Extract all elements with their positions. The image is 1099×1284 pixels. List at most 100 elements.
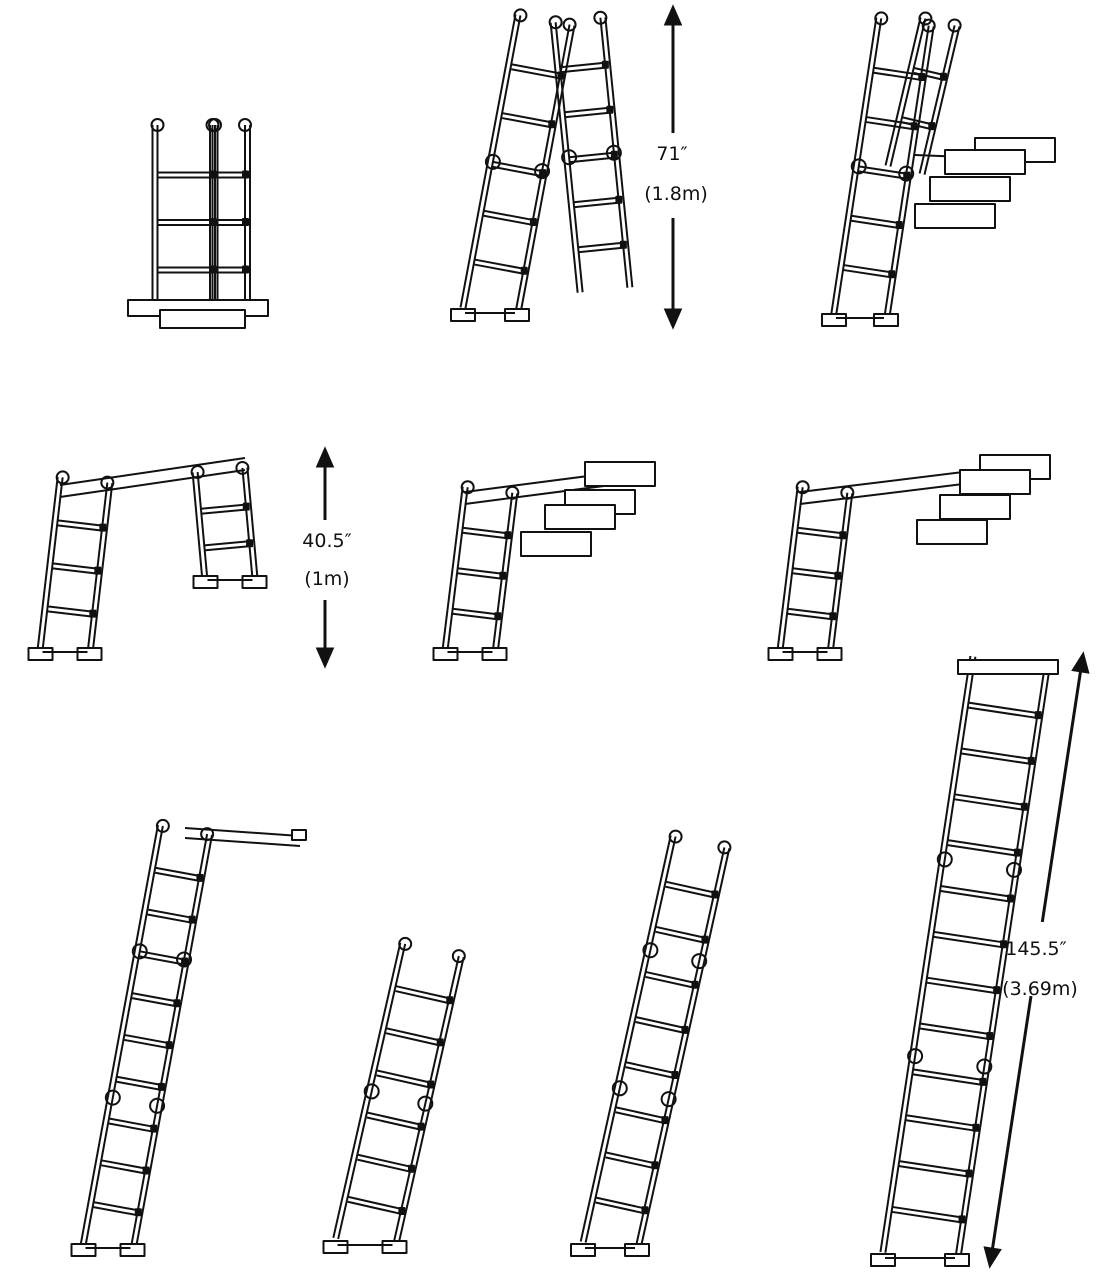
rivet	[417, 1122, 425, 1131]
top-hinge	[593, 10, 608, 25]
rivet	[407, 1164, 415, 1173]
rivet	[701, 935, 709, 944]
hinge-lock	[642, 942, 659, 959]
arrow-shaft	[1040, 668, 1083, 923]
extension-height-inches: 145.5″	[1005, 938, 1067, 960]
rivet	[615, 195, 623, 204]
rivet	[928, 122, 936, 131]
ladder-rail	[953, 667, 1046, 1264]
ladder-rung-edge	[843, 269, 892, 279]
ladder-rung-edge	[912, 1073, 983, 1086]
arrow-head	[663, 308, 683, 330]
rivet	[993, 986, 1001, 995]
ladder-rung-edge	[901, 121, 932, 131]
ladder-rung	[57, 519, 103, 527]
top-hinge	[717, 840, 732, 855]
ladder-rung-edge	[787, 612, 833, 621]
ladder-foot	[570, 1243, 596, 1257]
ladder-foot	[432, 647, 459, 661]
top-hinge	[398, 936, 413, 951]
ladder-rung	[395, 985, 450, 1000]
ladder-foot	[70, 1243, 97, 1257]
ladder-rail	[633, 847, 726, 1254]
top-hinge	[874, 11, 889, 26]
ladder-rail-edge	[604, 17, 634, 288]
rivet	[1034, 711, 1042, 720]
rivet	[134, 1208, 142, 1217]
rivet	[671, 1070, 679, 1079]
rivet	[1006, 894, 1014, 903]
rivet	[165, 1041, 173, 1050]
ladder-foot	[119, 1243, 146, 1257]
wall-offset-ladder	[70, 818, 307, 1257]
rivet	[619, 240, 627, 249]
top-hinge	[947, 18, 962, 33]
ladder-rung-edge	[154, 871, 200, 882]
ladder-foot	[821, 313, 847, 327]
stair-step	[959, 469, 1031, 495]
rivet	[150, 1124, 158, 1133]
ladder-rung-edge	[961, 752, 1031, 765]
ladder-rung-edge	[947, 844, 1018, 857]
ladder-rung	[665, 880, 715, 894]
top-hinge	[548, 15, 563, 30]
scaffold-ladder	[27, 457, 268, 661]
ladder-rung	[560, 61, 605, 69]
rivet	[173, 999, 181, 1008]
ladder-rung	[625, 1061, 675, 1074]
ladder-rung	[595, 1196, 645, 1210]
ladder-rail-edge	[134, 834, 214, 1254]
ladder-foot	[504, 308, 530, 322]
arrow-head	[315, 446, 335, 468]
ladder-rail-edge	[776, 486, 799, 649]
top-hinge	[100, 475, 115, 490]
ladder-rung-edge	[101, 1164, 146, 1175]
rivet	[1013, 848, 1021, 857]
extension-height-arrow	[983, 651, 1090, 1269]
ladder-rung-edge	[52, 567, 98, 575]
ladder-rung	[901, 116, 932, 126]
ladder-rung-edge	[919, 1027, 990, 1040]
ladder-foot	[624, 1243, 650, 1257]
top-hinge	[513, 8, 528, 23]
ladder-rung	[116, 1075, 162, 1086]
ladder-rung-edge	[595, 1201, 645, 1215]
ladder-rung	[124, 1033, 169, 1045]
ladder-rung-edge	[204, 545, 250, 552]
stair-step	[929, 176, 1011, 202]
top-hinge	[208, 118, 222, 132]
ladder-rung-edge	[851, 219, 899, 229]
rivet	[99, 523, 107, 532]
scaffold-platform	[59, 457, 246, 486]
ladder-rail-edge	[191, 472, 204, 583]
ladder-rung	[906, 1114, 976, 1127]
ladder-rail-edge	[549, 22, 579, 293]
ladder-rung-edge	[395, 990, 450, 1005]
ladder-rung	[366, 1111, 421, 1126]
a-frame-height-inches: 71″	[656, 143, 688, 165]
ladder-rung-edge	[569, 156, 614, 164]
ladder-rung	[954, 793, 1024, 806]
ladder-foot	[192, 575, 219, 589]
scaffold-platform	[59, 469, 246, 498]
rivet	[242, 502, 250, 511]
ladder-rung-edge	[47, 610, 93, 618]
ladder-rail-edge	[638, 848, 731, 1255]
ladder-rail-edge	[246, 467, 259, 578]
ladder-rung-edge	[560, 66, 605, 74]
hinge-lock	[363, 1083, 380, 1100]
ladder-rung-edge	[124, 1038, 169, 1050]
rivet	[839, 531, 847, 540]
ladder-rail	[918, 25, 956, 174]
ladder-rung-edge	[474, 263, 524, 275]
rivet	[246, 539, 254, 548]
arrow-head	[1071, 651, 1090, 674]
ladder-rung	[93, 1201, 139, 1212]
ladder-rung	[645, 970, 695, 984]
ladder-rung	[787, 607, 833, 616]
ladder-foot	[241, 575, 268, 589]
ladder-rung-edge	[200, 508, 246, 515]
stair-platform-ladder-2	[767, 454, 1051, 661]
ladder-rung	[511, 63, 561, 75]
arrow-head	[983, 1246, 1002, 1269]
